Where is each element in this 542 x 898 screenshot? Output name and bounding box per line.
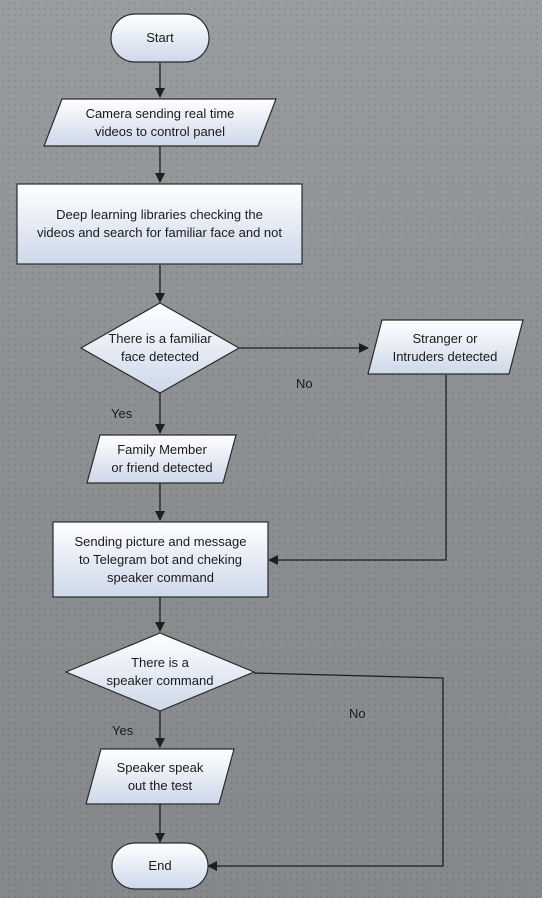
start-label: Start	[146, 30, 174, 45]
familiar-no-label: No	[296, 376, 313, 391]
familiar-yes-label: Yes	[111, 406, 133, 421]
end-terminator	[111, 842, 209, 890]
stranger-label: Stranger or Intruders detected	[392, 331, 498, 364]
camera-label: Camera sending real time videos to contr…	[85, 105, 235, 139]
deep-learning-label: Deep learning libraries checking the vid…	[37, 207, 282, 240]
speaker-yes-label: Yes	[112, 723, 134, 738]
familiar-face-decision	[79, 302, 241, 394]
camera-io-shape	[43, 98, 277, 147]
sending-process	[52, 521, 269, 598]
stranger-io-shape	[367, 319, 524, 375]
speaker-command-decision	[64, 632, 256, 712]
speaker-command-decision-label: There is a speaker command	[106, 655, 214, 688]
edge-decision2-end	[207, 672, 444, 871]
speaker-speak-label: Speaker speak out the test	[116, 760, 204, 793]
sending-label: Sending picture and message to Telegram …	[74, 533, 247, 585]
end-label: End	[148, 858, 172, 873]
family-label: Family Member or friend detected	[111, 442, 213, 475]
edge-stranger-sending	[268, 375, 447, 565]
speaker-no-label: No	[349, 706, 366, 721]
deep-learning-process	[16, 183, 303, 265]
familiar-face-decision-label: There is a familiar face detected	[108, 331, 212, 364]
family-io-shape	[86, 434, 237, 484]
speaker-speak-io-shape	[85, 748, 235, 805]
start-terminator	[110, 13, 210, 63]
